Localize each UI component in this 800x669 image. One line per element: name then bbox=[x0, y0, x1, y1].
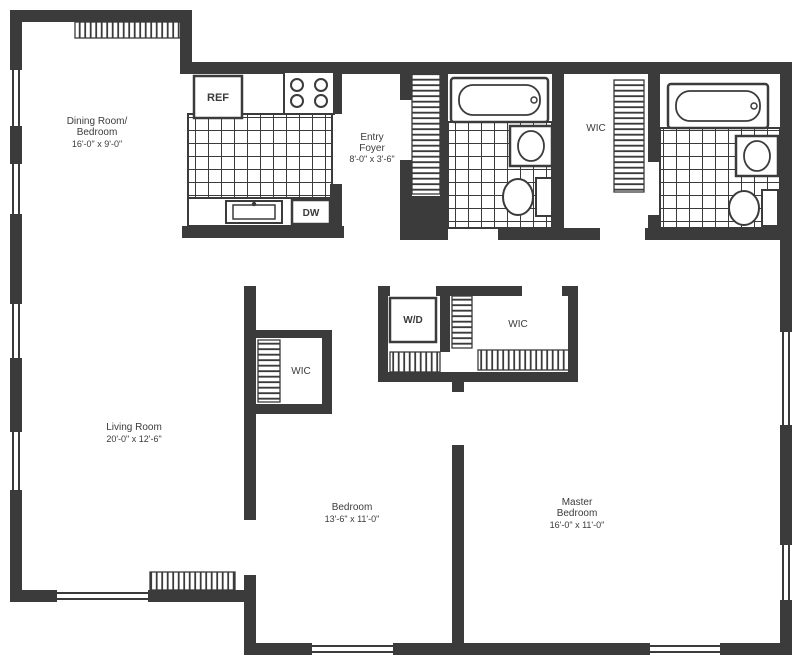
bathtub-basin bbox=[458, 84, 541, 116]
refrigerator-label: REF bbox=[207, 92, 229, 104]
wall-segment bbox=[568, 286, 578, 382]
wall-segment bbox=[455, 643, 650, 655]
closet-rod-hatch bbox=[74, 21, 183, 39]
wall-segment bbox=[400, 62, 412, 100]
wall-segment bbox=[452, 445, 464, 655]
wall-segment bbox=[10, 214, 22, 304]
master-bedroom-label: Master bbox=[562, 497, 593, 508]
stove-burner-icon bbox=[314, 78, 328, 92]
wall-segment bbox=[780, 62, 792, 332]
wall-segment bbox=[182, 226, 344, 238]
bathroom1-fixtures bbox=[449, 76, 554, 217]
toilet-bowl bbox=[728, 190, 760, 226]
living-room-dims: 20'-0" x 12'-6" bbox=[106, 434, 161, 444]
wall-segment bbox=[645, 228, 792, 240]
wall-segment bbox=[393, 643, 455, 655]
windows bbox=[12, 70, 790, 653]
wall-segment bbox=[10, 490, 22, 602]
washer-dryer-label: W/D bbox=[403, 315, 422, 326]
refrigerator-box bbox=[192, 74, 244, 120]
wall-segment bbox=[180, 62, 792, 74]
wall-segment bbox=[180, 10, 192, 74]
wall-segment bbox=[552, 62, 564, 240]
wall-segment bbox=[400, 160, 412, 196]
bedroom-label: Bedroom bbox=[332, 502, 373, 513]
closet-rod-hatch bbox=[613, 79, 645, 193]
wall-segment bbox=[148, 590, 256, 602]
wall-segment bbox=[780, 425, 792, 545]
master-bedroom-label: Bedroom bbox=[557, 508, 598, 519]
wall-segment bbox=[10, 10, 22, 70]
entry-foyer-label: Entry bbox=[360, 132, 383, 143]
entry-foyer-label: Foyer bbox=[359, 143, 385, 154]
closet-rod-hatch bbox=[389, 351, 441, 373]
kitchen-tile-floor bbox=[187, 113, 333, 199]
dishwasher-box bbox=[290, 198, 332, 226]
wall-segment bbox=[322, 330, 332, 414]
kitchen-fixtures bbox=[187, 71, 335, 227]
living-room-label: Living Room bbox=[106, 422, 162, 433]
wall-segment bbox=[10, 358, 22, 432]
wall-segment bbox=[400, 196, 448, 240]
sink-basin bbox=[517, 130, 545, 162]
wic-middle-label: WIC bbox=[508, 319, 527, 330]
closet-rod-hatch bbox=[411, 73, 441, 195]
kitchen-sink-basin bbox=[232, 204, 276, 220]
kitchen-faucet-icon bbox=[251, 201, 257, 207]
radiator-hatch bbox=[149, 571, 236, 591]
stove-burner-icon bbox=[290, 78, 304, 92]
stove-burner-icon bbox=[290, 94, 304, 108]
toilet-tank bbox=[535, 177, 553, 217]
wall-segment bbox=[256, 404, 332, 414]
washer-dryer-box bbox=[388, 296, 438, 344]
master-bedroom-dims: 16'-0" x 11'-0" bbox=[550, 520, 605, 530]
wall-segment bbox=[244, 575, 256, 655]
wall-segment bbox=[440, 286, 450, 352]
stove-burner-icon bbox=[314, 94, 328, 108]
wall-segment bbox=[378, 372, 578, 382]
wall-segment bbox=[440, 62, 448, 196]
closet-rod-hatch bbox=[257, 339, 281, 403]
wall-segment bbox=[256, 330, 332, 338]
tile-floors bbox=[187, 113, 781, 229]
dining-room-dims: 16'-0" x 9'-0" bbox=[72, 139, 122, 149]
dishwasher-label: DW bbox=[303, 208, 320, 219]
wall-segment bbox=[244, 286, 256, 520]
wall-segment bbox=[436, 286, 522, 296]
bathtub-basin bbox=[675, 90, 761, 122]
wall-segment bbox=[10, 126, 22, 164]
toilet-bowl bbox=[502, 178, 534, 216]
wall-segment bbox=[780, 600, 792, 655]
closet-hatching bbox=[74, 21, 645, 591]
closet-rod-hatch bbox=[477, 349, 571, 371]
bedroom-dims: 13'-6" x 11'-0" bbox=[325, 514, 380, 524]
sink-basin bbox=[743, 140, 771, 172]
wic-bedroom-label: WIC bbox=[291, 366, 310, 377]
room-labels: Dining Room/ Bedroom 16'-0" x 9'-0" Entr… bbox=[67, 92, 606, 530]
wall-segment bbox=[498, 228, 600, 240]
wall-segment bbox=[10, 10, 192, 22]
wic-top-label: WIC bbox=[586, 123, 605, 134]
bathtub-drain-icon bbox=[750, 102, 758, 110]
stove-box bbox=[283, 71, 335, 115]
wall-segment bbox=[250, 643, 312, 655]
wall-segment bbox=[378, 286, 388, 382]
wall-segment bbox=[452, 382, 464, 392]
bathroom2-fixtures bbox=[666, 82, 780, 227]
dining-room-label: Bedroom bbox=[77, 127, 118, 138]
toilet-tank bbox=[761, 189, 779, 227]
closet-rod-hatch bbox=[451, 295, 473, 349]
bathtub-drain-icon bbox=[530, 96, 538, 104]
entry-foyer-dims: 8'-0" x 3'-6" bbox=[349, 154, 394, 164]
wall-segment bbox=[720, 643, 792, 655]
dining-room-label: Dining Room/ bbox=[67, 116, 128, 127]
wall-segment bbox=[648, 62, 660, 162]
